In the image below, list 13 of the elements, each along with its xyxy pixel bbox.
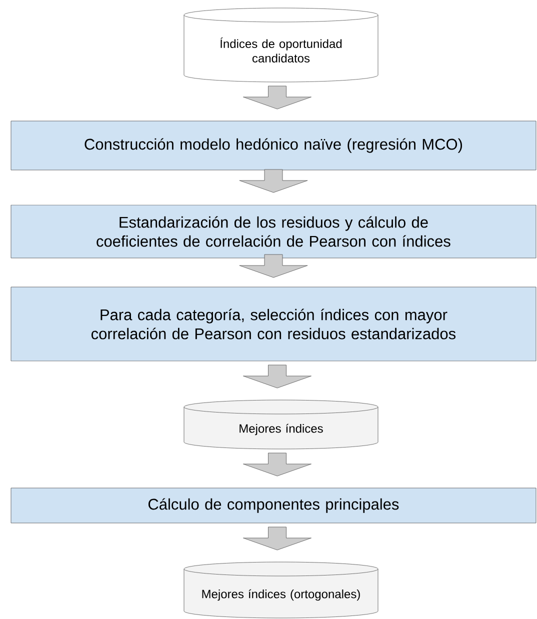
process-box: Cálculo de componentes principales [10, 488, 536, 524]
process-box: Construcción modelo hedónico naïve (regresión MCO) [10, 120, 536, 170]
block-arrow [243, 86, 312, 110]
cylinder: Índices de oportunidad candidatos [184, 8, 378, 82]
block-arrow [243, 452, 312, 476]
block-arrow [243, 526, 312, 550]
cylinder: Mejores índices [184, 400, 378, 450]
block-arrow [243, 364, 312, 388]
block-arrow [239, 169, 308, 193]
process-box: Estandarización de los residuos y cálculo de coeficientes de correlación de Pearson con índices [10, 204, 536, 258]
block-arrow [239, 254, 308, 278]
process-box: Para cada categoría, selección índices con mayor correlación de Pearson con residuos estandarizados [10, 286, 536, 362]
cylinder: Mejores índices (ortogonales) [184, 562, 378, 618]
